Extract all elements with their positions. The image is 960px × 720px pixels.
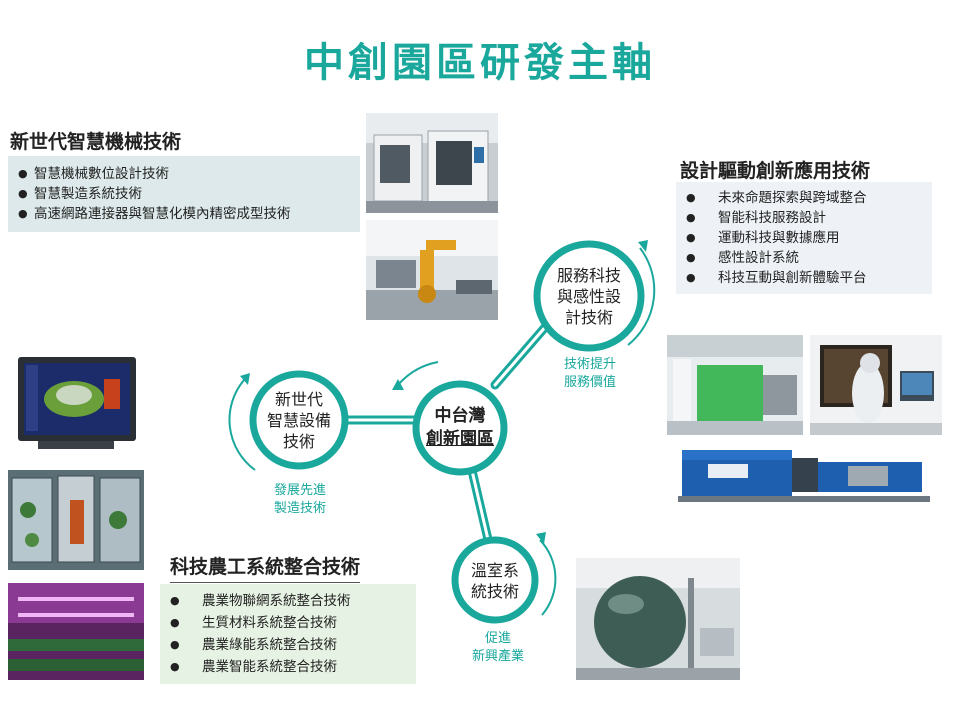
- node-service-line: 服務科技: [544, 265, 634, 286]
- center-line-1: 中台灣: [415, 405, 505, 428]
- agri-item: 農業智能系統整合技術: [170, 656, 406, 678]
- center-hub-label: 中台灣 創新園區: [415, 405, 505, 451]
- agri-item: 農業物聯網系統整合技術: [170, 590, 406, 612]
- arc-arrow-greenhouse: [540, 540, 555, 615]
- led-farm-photo: [8, 583, 144, 680]
- machinery-item: 高速網路連接器與智慧化模內精密成型技術: [18, 204, 350, 224]
- injection-machine-photo: [678, 440, 930, 506]
- node-greenhouse-line: 溫室系: [460, 560, 530, 581]
- studio-room-photo: [667, 335, 803, 435]
- sub-label-equipment: 發展先進 製造技術: [255, 482, 345, 518]
- design-item: 感性設計系統: [686, 248, 922, 268]
- node-equipment-label: 新世代 智慧設備 技術: [259, 389, 339, 452]
- node-service-line: 計技術: [544, 307, 634, 328]
- node-greenhouse-line: 統技術: [460, 581, 530, 602]
- design-item: 科技互動與創新體驗平台: [686, 268, 922, 288]
- sub-label-service: 技術提升 服務價值: [545, 356, 635, 392]
- node-service-label: 服務科技 與感性設 計技術: [544, 265, 634, 328]
- node-equipment-line: 智慧設備: [259, 410, 339, 431]
- sphere-chamber-photo: [576, 558, 740, 680]
- section-design-box: 未來命題探索與跨域整合 智能科技服務設計 運動科技與數據應用 感性設計系統 科技…: [676, 182, 932, 294]
- sub-label-line: 促進: [458, 630, 538, 648]
- node-greenhouse-label: 溫室系 統技術: [460, 560, 530, 602]
- node-equipment-line: 新世代: [259, 389, 339, 410]
- cad-monitor-photo: [8, 353, 144, 453]
- design-item: 未來命題探索與跨域整合: [686, 188, 922, 208]
- section-machinery-box: 智慧機械數位設計技術 智慧製造系統技術 高速網路連接器與智慧化模內精密成型技術: [8, 156, 360, 232]
- center-line-2: 創新園區: [415, 428, 505, 451]
- node-equipment-line: 技術: [259, 431, 339, 452]
- sub-label-greenhouse: 促進 新興產業: [458, 630, 538, 666]
- arc-arrow-center: [398, 362, 438, 385]
- plant-cabinet-photo: [8, 470, 144, 570]
- section-agri-box: 農業物聯網系統整合技術 生質材料系統整合技術 農業綠能系統整合技術 農業智能系統…: [160, 584, 416, 684]
- cnc-machine-photo: [366, 113, 498, 213]
- sub-label-line: 製造技術: [255, 500, 345, 518]
- sub-label-line: 技術提升: [545, 356, 635, 374]
- agri-item: 生質材料系統整合技術: [170, 612, 406, 634]
- sub-label-line: 服務價值: [545, 374, 635, 392]
- design-item: 智能科技服務設計: [686, 208, 922, 228]
- machinery-item: 智慧製造系統技術: [18, 184, 350, 204]
- node-service-line: 與感性設: [544, 286, 634, 307]
- section-machinery-heading: 新世代智慧機械技術: [10, 127, 181, 158]
- robot-arm-photo: [366, 220, 498, 320]
- sub-label-line: 發展先進: [255, 482, 345, 500]
- section-agri-heading: 科技農工系統整合技術: [170, 552, 360, 583]
- agri-item: 農業綠能系統整合技術: [170, 634, 406, 656]
- design-item: 運動科技與數據應用: [686, 228, 922, 248]
- cleanroom-worker-photo: [810, 335, 942, 435]
- machinery-item: 智慧機械數位設計技術: [18, 164, 350, 184]
- sub-label-line: 新興產業: [458, 648, 538, 666]
